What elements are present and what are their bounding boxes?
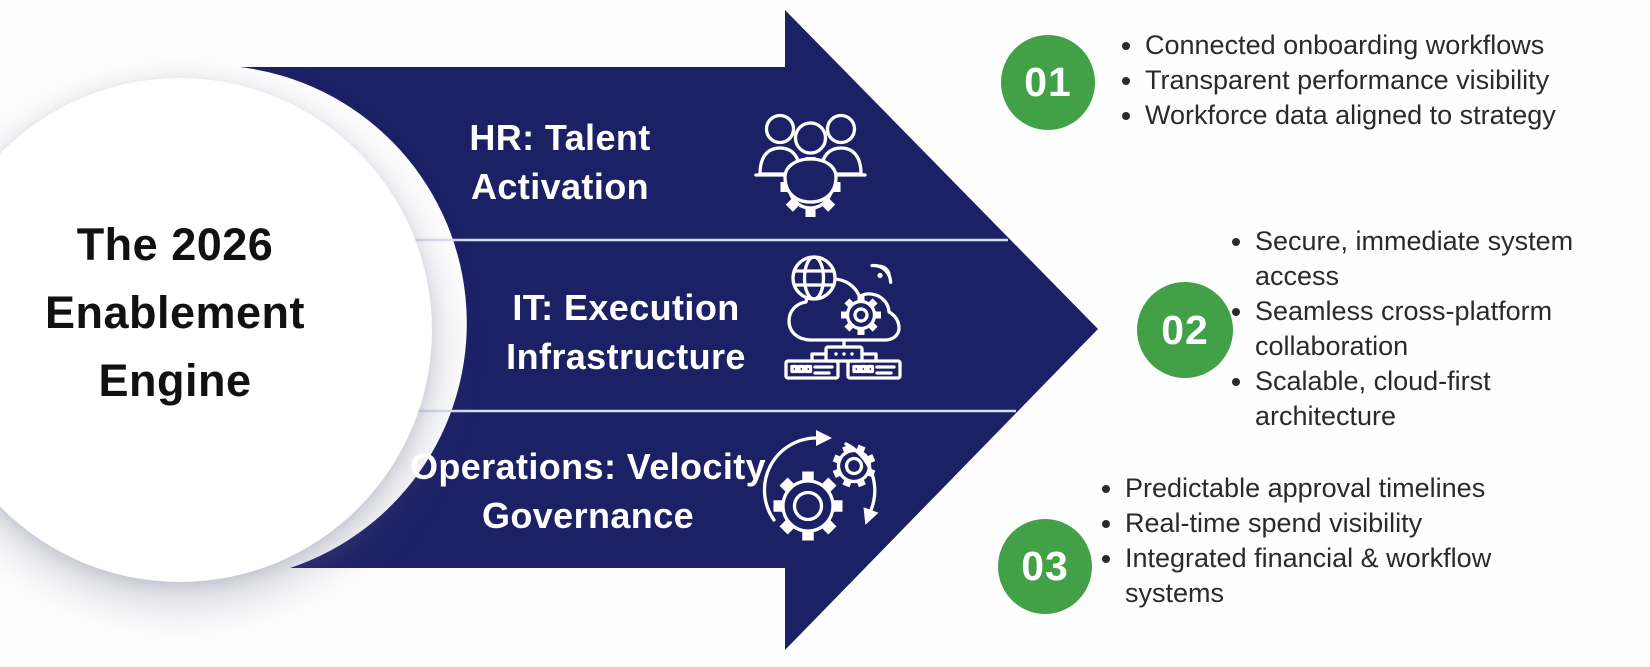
bullet-item: Scalable, cloud-first architecture [1255, 364, 1650, 434]
page-title: The 2026 Enablement Engine [44, 219, 306, 406]
arrow-shape [240, 10, 1098, 650]
step-03-bullet-list: Predictable approval timelines Real-time… [1092, 471, 1565, 611]
step-02-bullet-list: Secure, immediate system access Seamless… [1222, 224, 1650, 434]
bullet-item: Seamless cross-platform collaboration [1255, 294, 1650, 364]
step-badge-01: 01 [1001, 35, 1095, 130]
step-badge-02: 02 [1137, 282, 1233, 378]
team-gear-icon [754, 113, 867, 217]
step-number: 01 [1024, 59, 1072, 105]
bullet-item: Transparent performance visibility [1145, 63, 1650, 98]
bullet-item: Real-time spend visibility [1125, 506, 1565, 541]
process-gears-icon [762, 430, 879, 541]
cloud-network-icon [784, 255, 902, 380]
step-number: 02 [1161, 306, 1209, 353]
bullet-item: Secure, immediate system access [1255, 224, 1650, 294]
title-circle [0, 78, 432, 582]
step-01-bullet-list: Connected onboarding workflows Transpare… [1112, 28, 1650, 133]
bullet-item: Predictable approval timelines [1125, 471, 1565, 506]
bullet-item: Workforce data aligned to strategy [1145, 98, 1650, 133]
band-label-hr: HR: Talent Activation [469, 117, 651, 207]
step-number: 03 [1021, 543, 1069, 589]
bullet-item: Connected onboarding workflows [1145, 28, 1650, 63]
band-label-operations: Operations: Velocity Governance [409, 446, 767, 536]
bullet-item: Integrated financial & workflow systems [1125, 541, 1565, 611]
step-badge-03: 03 [998, 519, 1092, 614]
band-label-it: IT: Execution Infrastructure [506, 287, 746, 377]
